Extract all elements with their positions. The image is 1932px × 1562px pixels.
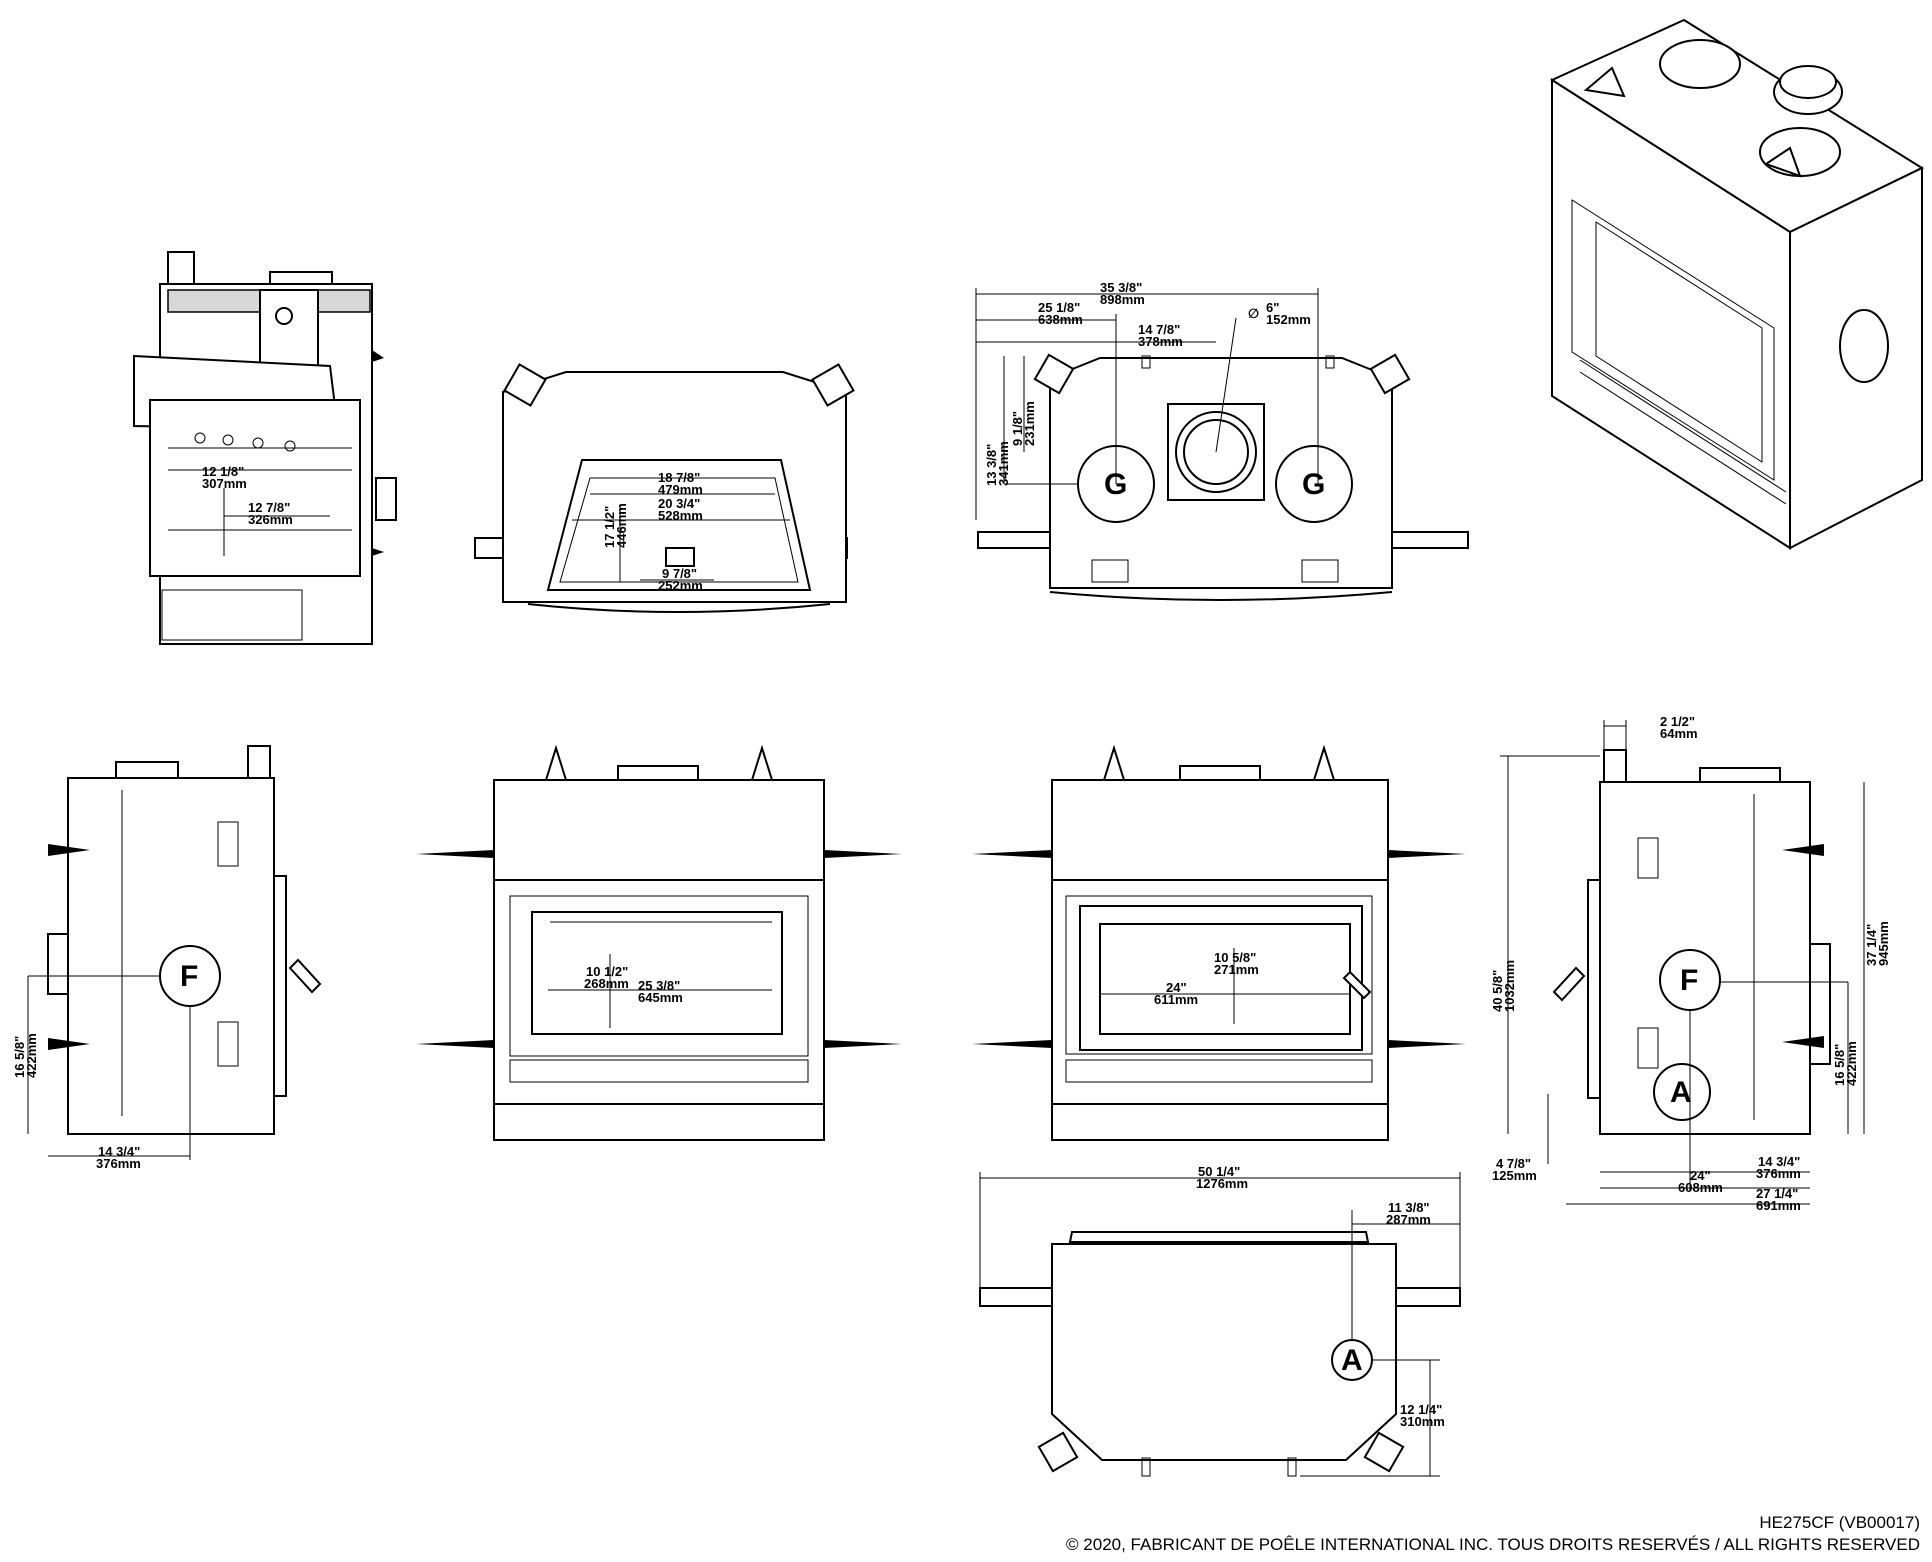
front-closed-dim-2-mm: 645mm [638,990,683,1005]
side-section-dim-2-in: 12 7/8" [248,500,290,515]
bottom-view-dim-2-in: 11 3/8" [1388,1200,1430,1215]
right-side-view: F A 2 1/2" 64mm 40 5/8" 1032mm 37 1/4" 9… [1490,714,1891,1213]
top-section-dim-1-in: 18 7/8" [658,470,700,485]
bottom-view-dim-3-in: 12 1/4" [1400,1402,1442,1417]
top-view-g-label-left: G [1104,468,1127,501]
title-block: HE275CF (VB00017) © 2020, FABRICANT DE P… [1066,1512,1920,1556]
top-view-diameter-symbol: ∅ [1248,306,1259,321]
top-view-dim-1-mm: 898mm [1100,292,1145,307]
top-view: G G 35 3/8" 898mm 25 1/8" 638mm 14 7/8" … [975,280,1469,601]
front-open-dim-2-mm: 611mm [1154,992,1198,1007]
right-side-dim-5-mm: 125mm [1492,1168,1537,1183]
top-section-dim-3-in: 17 1/2" [602,506,617,548]
right-side-dim-3-in: 37 1/4" [1864,924,1879,966]
bottom-view-dim-2-mm: 287mm [1386,1212,1431,1227]
bottom-view: A 50 1/4" 1276mm 11 3/8" 287mm 12 1/4" 3… [979,1164,1461,1477]
right-side-dim-5-in: 4 7/8" [1496,1156,1531,1171]
top-view-dim-1-in: 35 3/8" [1100,280,1142,295]
top-view-dim-3-in: 14 7/8" [1138,322,1180,337]
right-side-dim-6-mm: 376mm [1756,1166,1801,1181]
top-section-dim-2-in: 20 3/4" [658,496,700,511]
bottom-view-dim-1-in: 50 1/4" [1198,1164,1240,1179]
right-side-dim-7-in: 24" [1690,1168,1711,1183]
right-side-dim-8-mm: 691mm [1756,1198,1801,1213]
top-view-dim-6-mm: 341mm [996,441,1011,486]
top-view-dim-6-in: 13 3/8" [984,444,999,486]
front-closed-dim-1-mm: 268mm [584,976,629,991]
side-section-dim-1-in: 12 1/8" [202,464,244,479]
top-view-dim-2-in: 25 1/8" [1038,300,1080,315]
right-side-dim-7-mm: 608mm [1678,1180,1723,1195]
right-side-dim-2-in: 40 5/8" [1490,970,1505,1012]
bottom-view-a-label: A [1341,1344,1363,1377]
right-side-dim-1-mm: 64mm [1660,726,1698,741]
top-section-dim-4-mm: 252mm [658,578,703,593]
top-view-dim-4-in: 6" [1266,300,1279,315]
right-side-dim-6-in: 14 3/4" [1758,1154,1800,1169]
front-open-dim-2-in: 24" [1166,980,1187,995]
side-section-dim-2-mm: 326mm [248,512,293,527]
left-side-f-label: F [180,960,198,993]
front-closed-dim-2-in: 25 3/8" [638,978,680,993]
bottom-view-dim-1-mm: 1276mm [1196,1176,1248,1191]
model-number: HE275CF (VB00017) [1759,1513,1920,1532]
right-side-dim-2-mm: 1032mm [1502,960,1517,1012]
bottom-view-dim-3-mm: 310mm [1400,1414,1445,1429]
isometric-view [1549,18,1925,550]
side-section-dim-1-mm: 307mm [202,476,247,491]
side-section-view: 12 1/8" 307mm 12 7/8" 326mm [133,251,397,645]
top-section-dim-2-mm: 528mm [658,508,703,523]
top-section-view: 18 7/8" 479mm 20 3/4" 528mm 17 1/2" 446m… [474,363,855,613]
left-side-view: F 16 5/8" 422mm 14 3/4" 376mm [12,745,322,1171]
top-view-dim-2-mm: 638mm [1038,312,1083,327]
front-view-open: 10 5/8" 271mm 24" 611mm [972,744,1466,1141]
front-open-dim-1-mm: 271mm [1214,962,1259,977]
right-side-f-label: F [1680,964,1698,997]
right-side-dim-4-in: 16 5/8" [1832,1044,1847,1086]
top-section-dim-4-in: 9 7/8" [662,566,697,581]
copyright-notice: © 2020, FABRICANT DE POÊLE INTERNATIONAL… [1066,1535,1920,1554]
left-side-dim-2-mm: 376mm [96,1156,141,1171]
top-section-dim-3-mm: 446mm [614,503,629,548]
top-view-dim-4-mm: 152mm [1266,312,1311,327]
left-side-dim-1-in: 16 5/8" [12,1036,27,1078]
left-side-dim-2-in: 14 3/4" [98,1144,140,1159]
top-section-dim-1-mm: 479mm [658,482,703,497]
right-side-dim-8-in: 27 1/4" [1756,1186,1798,1201]
left-side-dim-1-mm: 422mm [24,1033,39,1078]
right-side-a-label: A [1670,1076,1692,1109]
front-view-closed: 10 1/2" 268mm 25 3/8" 645mm [416,744,902,1141]
front-closed-dim-1-in: 10 1/2" [586,964,628,979]
top-view-dim-5-in: 9 1/8" [1010,411,1025,446]
top-view-dim-3-mm: 378mm [1138,334,1183,349]
right-side-dim-3-mm: 945mm [1876,921,1891,966]
top-view-dim-5-mm: 231mm [1022,401,1037,446]
right-side-dim-1-in: 2 1/2" [1660,714,1695,729]
front-open-dim-1-in: 10 5/8" [1214,950,1256,965]
top-view-g-label-right: G [1302,468,1325,501]
right-side-dim-4-mm: 422mm [1844,1041,1859,1086]
